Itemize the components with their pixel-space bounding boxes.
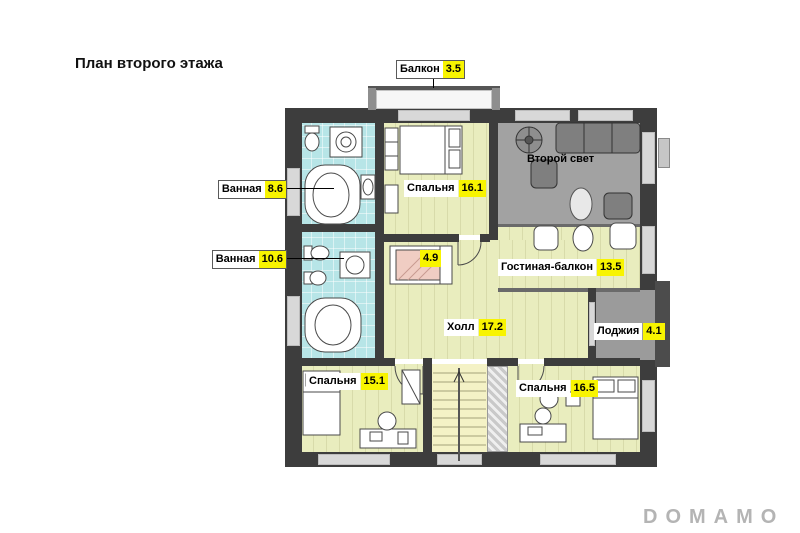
railing-second-light (498, 224, 640, 227)
room-name: Холл (444, 319, 478, 336)
armchair-icon (603, 192, 633, 220)
room-name: Спальня (306, 373, 360, 390)
page-title: План второго этажа (75, 55, 223, 72)
room-label-hall: Холл 17.2 (444, 319, 507, 336)
armchair-icon (530, 159, 558, 189)
room-label-bedroom-right: Спальня 16.5 (516, 380, 598, 397)
wall-hall-bottom-d (544, 358, 640, 366)
window-right-3 (642, 380, 655, 432)
balcony-post-left (368, 88, 376, 110)
window-top-2 (578, 110, 633, 121)
room-name: Спальня (404, 180, 458, 197)
wardrobe-icon (401, 369, 421, 405)
washing-machine-icon (329, 126, 363, 158)
room-area-badge: 13.5 (597, 259, 625, 276)
bidet-icon (303, 270, 327, 286)
room-label-bathroom-bottom: Ванная 10.6 (211, 250, 287, 269)
chair-icon (533, 225, 559, 251)
room-name: Гостиная-балкон (498, 259, 596, 276)
bathtub-icon (304, 297, 362, 353)
vanity-sink-icon (339, 251, 371, 279)
wall-baths-right (375, 108, 384, 358)
window-left-2 (287, 296, 300, 346)
wall-bedroom-top-right (489, 108, 498, 240)
room-label-loggia: Лоджия 4.1 (594, 323, 665, 340)
shaft-hatch (487, 366, 508, 452)
room-area-badge: 4.9 (420, 250, 442, 267)
room-area-badge: 15.1 (360, 373, 388, 390)
wardrobe-icon (384, 127, 399, 171)
dresser-icon (384, 184, 399, 214)
room-name: Ванная (212, 251, 259, 268)
room-label-second-light: Второй свет (527, 153, 595, 165)
room-area-badge: 8.6 (264, 181, 286, 198)
wall-bedroom-top-bottom-a (383, 234, 459, 242)
room-label-bedroom-top: Спальня 16.1 (404, 180, 486, 197)
room-area-badge: 4.1 (643, 323, 665, 340)
watermark: DOMAMO (643, 506, 785, 528)
wall-hall-bottom-a (285, 358, 395, 366)
wall-bedroom-top-bottom-b (480, 234, 490, 242)
room-area-badge: 17.2 (478, 319, 507, 336)
toilet-icon (303, 245, 330, 261)
desk-icon (359, 411, 417, 449)
oval-table-icon (569, 187, 593, 221)
window-left-1 (287, 168, 300, 216)
room-label-bedroom-left: Спальня 15.1 (306, 373, 388, 390)
callout-line-bath-top (287, 188, 334, 189)
bed-icon (592, 376, 639, 440)
balcony-floor (376, 90, 492, 109)
railing-living-balcony (498, 288, 640, 292)
wall-stairs-left (423, 358, 432, 467)
room-label-balcony: Балкон 3.5 (396, 60, 466, 79)
toilet-icon (304, 125, 320, 152)
furniture-layer (302, 122, 641, 461)
callout-line-bath-bottom (287, 258, 344, 259)
room-name: Спальня (516, 380, 570, 397)
balcony-post-right (492, 88, 500, 110)
window-bottom-2 (540, 454, 616, 465)
room-area-badge: 10.6 (258, 251, 286, 268)
room-area-badge: 3.5 (442, 61, 465, 78)
sofa-icon (555, 122, 641, 154)
wall-hall-bottom-c (487, 358, 518, 366)
sink-icon (360, 174, 376, 200)
room-name: Балкон (397, 61, 443, 78)
window-right-1 (642, 132, 655, 184)
bed-icon (399, 125, 463, 175)
callout-line-balcony (433, 76, 434, 88)
door-arc (457, 241, 482, 266)
desk-icon (519, 407, 567, 443)
window-loggia-door (589, 302, 595, 346)
wall-bath-divider (300, 224, 377, 232)
chair-icon (609, 222, 637, 250)
window-bottom-1 (318, 454, 390, 465)
window-top-1 (515, 110, 570, 121)
balcony-railing (368, 86, 500, 90)
room-label-bathroom-top: Ванная 8.6 (217, 180, 287, 199)
room-label-living-balcony: Гостиная-балкон 13.5 (498, 259, 625, 276)
room-area-badge: 16.1 (458, 180, 486, 197)
room-area-badge: 16.5 (570, 380, 598, 397)
room-name: Лоджия (594, 323, 643, 340)
room-label-wardrobe: 4.9 (420, 250, 442, 267)
side-table-icon (572, 224, 594, 252)
ceiling-fan-icon (515, 126, 543, 154)
window-balcony-door (398, 110, 470, 121)
window-right-2 (642, 226, 655, 274)
bathtub-icon (304, 164, 361, 225)
stairs-icon (433, 368, 486, 461)
ac-unit-icon (658, 138, 670, 168)
room-name: Ванная (218, 181, 265, 198)
